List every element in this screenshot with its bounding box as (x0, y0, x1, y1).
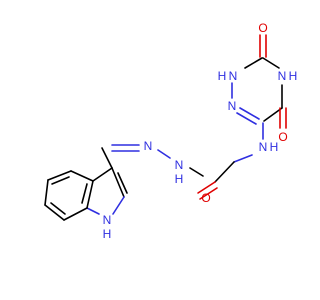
bond-c2-n1 (112, 196, 125, 215)
atom-o-amide: O (201, 191, 210, 205)
molecule-structure: O H N N N H O N H N N H O N H (44, 21, 298, 241)
bond-camide-o-b (199, 187, 218, 200)
atom-n-triazine-right: N (278, 69, 287, 83)
bond-c7a-c3a-inner (81, 183, 88, 204)
atom-n-triazine-left: N (229, 69, 238, 83)
bond-c3-c2 (111, 167, 125, 198)
bond-ch2-camide (214, 161, 235, 183)
linker-chain (101, 122, 264, 200)
bond-camide-o-a (197, 181, 216, 194)
atom-h-indole: H (103, 227, 112, 241)
atom-o-bottom: O (278, 130, 287, 144)
bond-c5-c6 (44, 179, 49, 206)
atom-n-hydrazone-nh: N (175, 158, 184, 172)
atom-labels: O H N N N H O N H N N H O N H (103, 21, 298, 241)
indole-ring (44, 167, 128, 221)
bond-c4-c5-inner (51, 176, 70, 185)
bond-c6-c7 (44, 204, 65, 221)
triazine-ring (231, 34, 287, 129)
atom-h-triazine-left: H (218, 69, 227, 83)
atom-h-triazine-right: H (289, 69, 298, 83)
bond-n1-c6-b (239, 107, 260, 120)
bond-c7a-c3a (86, 180, 94, 209)
bond-c3-n4 (262, 57, 280, 69)
atom-n-triazine-lower: N (228, 99, 237, 113)
bond-c5-c6 (263, 107, 283, 122)
bond-c7-c7a (63, 207, 88, 221)
atom-o-top: O (258, 21, 267, 35)
atom-n-hydrazone-b: N (144, 139, 153, 153)
bond-c3-c2-inner (117, 172, 128, 194)
atom-n-amine: N (259, 140, 268, 154)
bond-nh-n (157, 149, 171, 159)
bond-camide-nh (189, 167, 204, 177)
atom-h-amine: H (270, 140, 279, 154)
bond-n1-c7a (86, 207, 100, 215)
bond-c6-c7-inner (50, 202, 66, 215)
bond-c3a-c4 (70, 170, 94, 182)
bond-c3a-c3 (92, 167, 113, 182)
bond-c4-c5 (47, 170, 72, 181)
bond-ch-c3 (101, 147, 113, 169)
bond-nh-ch2 (233, 154, 253, 163)
atom-n-indole: N (103, 213, 112, 227)
atom-h-hydrazone: H (175, 172, 184, 186)
bond-c3-n2 (244, 57, 263, 69)
bond-n1-c6-a (236, 112, 257, 125)
